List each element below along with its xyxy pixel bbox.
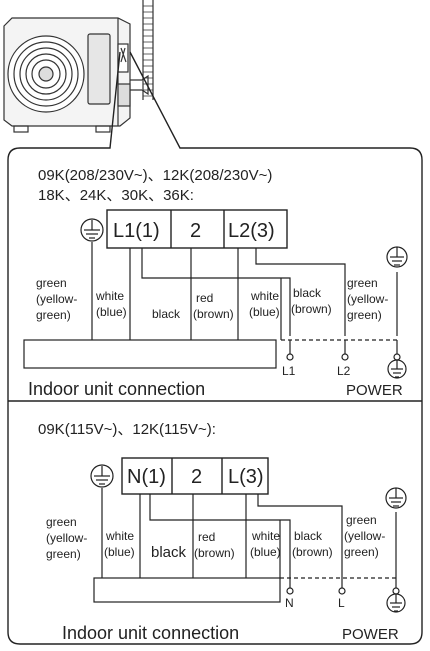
models-line-2: 18K、24K、30K、36K: (38, 187, 194, 204)
ground-icon (387, 359, 407, 379)
models-line-1: 09K(115V~)、12K(115V~): (38, 421, 216, 438)
wire-label-white-1: white (105, 529, 134, 543)
power-label: POWER (346, 382, 403, 399)
wire-label-green-2: (yellow- (46, 531, 87, 545)
power-label: POWER (342, 626, 399, 643)
wire-label-white-2: (blue) (96, 305, 127, 319)
section-caption: Indoor unit connection (28, 379, 205, 399)
callout-frame (7, 51, 423, 645)
wire-label-white-right-1: white (250, 289, 279, 303)
wire-label-green-right-3: green) (344, 545, 379, 559)
terminal-block (106, 209, 288, 249)
wire-label-green-2: (yellow- (36, 292, 77, 306)
ground-icon (385, 487, 407, 509)
power-terminal-label-1: L1 (282, 364, 296, 378)
wire-label-white-1: white (95, 289, 124, 303)
wire-label-green-right-1: green (347, 276, 378, 290)
wire-label-black: black (151, 544, 187, 561)
terminal-label-3: L(3) (228, 466, 264, 488)
wire-label-red-2: (brown) (193, 307, 234, 321)
wire-bundle (93, 488, 400, 603)
outdoor-unit-illustration (3, 0, 154, 133)
wire-label-green-right-1: green (346, 513, 377, 527)
wire-label-black-right-2: (brown) (291, 302, 332, 316)
wire-label-red-1: red (196, 291, 213, 305)
wire-label-green-3: green) (36, 308, 71, 322)
ground-icon (386, 593, 406, 613)
wire-label-white-right-2: (blue) (249, 305, 280, 319)
wire-label-green-right-2: (yellow- (347, 292, 388, 306)
wire-label-green-right-3: green) (347, 308, 382, 322)
terminal-label-1: N(1) (127, 466, 166, 488)
wire-bundle (23, 242, 401, 369)
section-caption: Indoor unit connection (62, 623, 239, 643)
wire-label-black: black (152, 307, 181, 321)
wire-label-white-right-1: white (251, 529, 280, 543)
wire-label-green-1: green (46, 515, 77, 529)
terminal-label-2: 2 (190, 220, 201, 242)
terminal-label-3: L2(3) (228, 220, 275, 242)
wire-label-black-right-2: (brown) (292, 545, 333, 559)
ground-icon (80, 218, 104, 242)
wire-label-green-3: green) (46, 547, 81, 561)
wire-label-white-2: (blue) (104, 545, 135, 559)
ground-icon (386, 246, 408, 268)
power-terminal-label-2: L2 (337, 364, 351, 378)
wire-label-green-1: green (36, 276, 67, 290)
wire-label-black-right-1: black (293, 286, 322, 300)
wire-label-red-2: (brown) (194, 546, 235, 560)
power-terminal-label-2: L (338, 596, 345, 610)
models-line-1: 09K(208/230V~)、12K(208/230V~) (38, 167, 272, 184)
terminal-label-2: 2 (191, 466, 202, 488)
terminal-block (121, 457, 269, 495)
terminal-label-1: L1(1) (113, 220, 160, 242)
wire-label-red-1: red (198, 530, 215, 544)
wire-label-white-right-2: (blue) (250, 545, 281, 559)
power-terminal-label-1: N (285, 596, 294, 610)
wire-label-green-right-2: (yellow- (344, 529, 385, 543)
ground-icon (90, 464, 114, 488)
wire-label-black-right-1: black (294, 529, 323, 543)
